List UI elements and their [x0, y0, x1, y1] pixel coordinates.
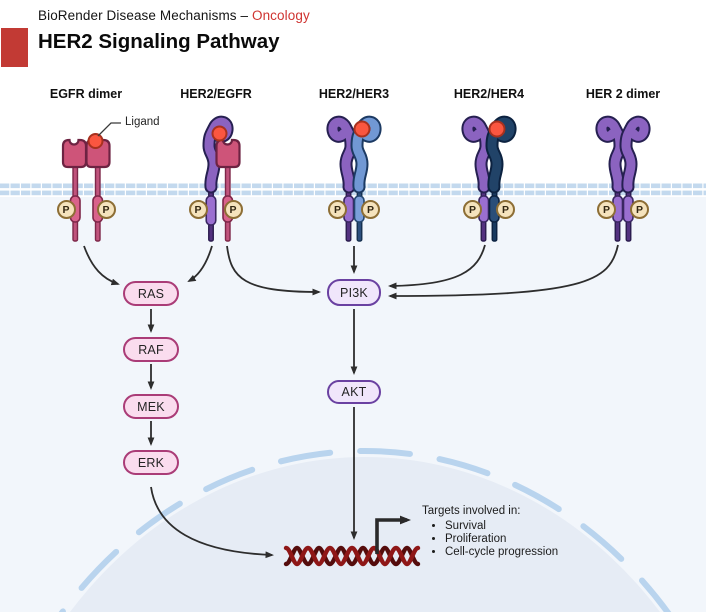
dna-helix — [283, 515, 421, 567]
arrow-her2her4-to-pi3k — [388, 244, 486, 290]
phospho-circle: P — [96, 200, 116, 219]
series-highlight: Oncology — [251, 8, 310, 23]
node-pi3k: PI3K — [327, 279, 381, 306]
node-akt: AKT — [327, 380, 381, 404]
ligand-molecule — [211, 125, 228, 142]
series-text: BioRender Disease Mechanisms – — [38, 8, 249, 23]
label-her2-egfr: HER2/EGFR — [180, 87, 252, 101]
brand-accent-block — [1, 28, 28, 67]
phospho-circle: P — [56, 200, 76, 219]
arrow-her2egfr-to-pi3k — [226, 245, 321, 296]
label-her2-dimer: HER 2 dimer — [585, 87, 661, 101]
signal-arrows — [83, 244, 619, 559]
phospho-circle: P — [630, 200, 649, 219]
node-raf: RAF — [123, 337, 179, 362]
phospho-circle: P — [188, 200, 208, 219]
dna-strand-1 — [283, 545, 421, 567]
label-her2-her4: HER2/HER4 — [453, 87, 525, 101]
arrow-egfr-to-ras — [83, 245, 120, 286]
phospho-circle: P — [223, 200, 243, 219]
series-label: BioRender Disease Mechanisms – Oncology — [38, 8, 310, 23]
ligand-molecule — [353, 120, 371, 138]
target-item: Cell-cycle progression — [445, 546, 558, 558]
receptor-her2-her3 — [333, 122, 375, 242]
arrow-erk-dna — [150, 486, 274, 559]
phospho-circle: P — [328, 200, 347, 219]
nucleus — [58, 448, 672, 612]
label-egfr-dimer: EGFR dimer — [49, 87, 123, 101]
target-item: Proliferation — [445, 533, 558, 545]
ligand-label: Ligand — [125, 116, 160, 128]
ligand-molecule — [488, 120, 506, 138]
target-item: Survival — [445, 520, 558, 532]
node-erk: ERK — [123, 450, 179, 475]
page-title: HER2 Signaling Pathway — [38, 30, 280, 53]
phospho-circle: P — [361, 200, 380, 219]
label-her2-her3: HER2/HER3 — [318, 87, 390, 101]
arrow-her2dimer-to-pi3k — [388, 244, 619, 300]
dna-strand-2 — [283, 545, 421, 567]
ligand-molecule — [87, 133, 104, 149]
targets-title: Targets involved in: — [422, 505, 521, 517]
targets-list: Survival Proliferation Cell-cycle progre… — [422, 520, 558, 558]
phospho-circle: P — [496, 200, 515, 219]
node-mek: MEK — [123, 394, 179, 419]
phospho-circle: P — [463, 200, 482, 219]
nucleus-body — [69, 457, 661, 612]
targets-annotation: Targets involved in: Survival Proliferat… — [422, 505, 558, 559]
transcription-arrow — [375, 515, 411, 554]
arrow-her2egfr-to-ras — [187, 245, 213, 282]
phospho-circle: P — [597, 200, 616, 219]
nuclear-envelope-dashes — [58, 448, 672, 612]
node-ras: RAS — [123, 281, 179, 306]
ligand-leader-line — [97, 122, 121, 137]
